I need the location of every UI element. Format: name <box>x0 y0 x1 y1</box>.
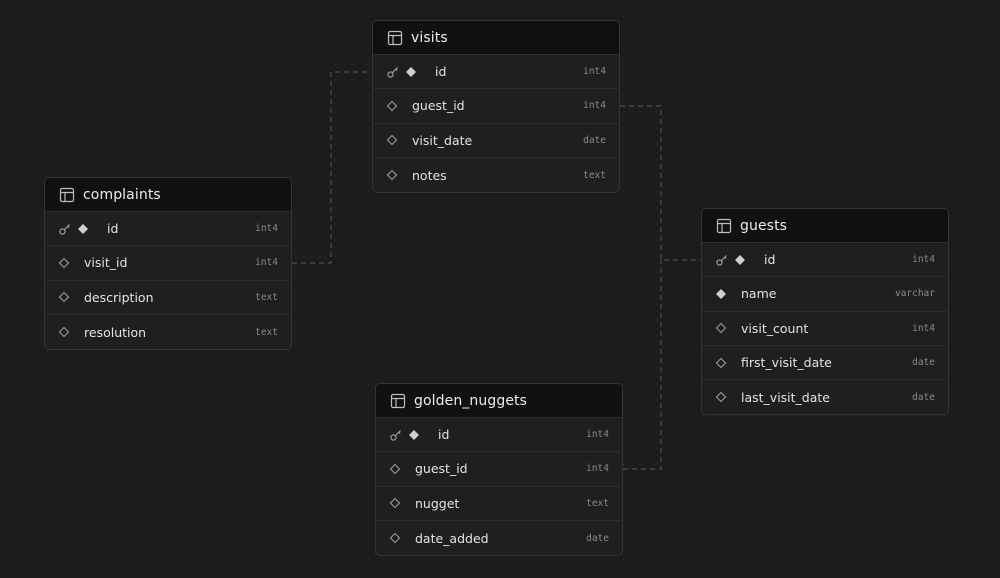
column-row[interactable]: guest_id int4 <box>373 89 619 124</box>
column-name: date_added <box>415 530 489 546</box>
edge-visits-guests <box>620 105 701 261</box>
table-icon <box>716 218 732 234</box>
nullable-diamond-icon <box>389 532 401 544</box>
column-row[interactable]: nugget text <box>376 487 622 521</box>
column-type: varchar <box>894 288 935 300</box>
table-golden-nuggets[interactable]: golden_nuggets id int4 guest_id int4 nug… <box>375 383 623 557</box>
column-name: guest_id <box>412 98 465 114</box>
column-type: text <box>255 291 278 303</box>
nullable-diamond-icon <box>58 257 70 269</box>
key-icon <box>389 428 403 442</box>
table-visits[interactable]: visits id int4 guest_id int4 visit_date … <box>372 20 620 194</box>
column-type: date <box>912 391 935 403</box>
column-name: last_visit_date <box>741 389 830 405</box>
table-header[interactable]: complaints <box>45 178 291 212</box>
column-type: date <box>586 532 609 544</box>
column-type: int4 <box>586 463 609 475</box>
table-icon <box>59 187 75 203</box>
column-type: int4 <box>583 100 606 112</box>
column-name: resolution <box>84 324 147 340</box>
nullable-diamond-icon <box>386 169 398 181</box>
nullable-diamond-icon <box>715 322 727 334</box>
nullable-diamond-icon <box>386 134 398 146</box>
nullable-diamond-icon <box>715 391 727 403</box>
table-name: visits <box>411 29 448 46</box>
column-type: int4 <box>255 257 278 269</box>
table-icon <box>387 30 403 46</box>
column-row[interactable]: notes text <box>373 158 619 192</box>
column-name: name <box>741 286 777 302</box>
nullable-diamond-icon <box>58 326 70 338</box>
table-name: golden_nuggets <box>414 392 528 409</box>
column-name: description <box>84 289 154 305</box>
column-row[interactable]: id int4 <box>376 418 622 453</box>
nullable-diamond-icon <box>389 463 401 475</box>
key-icon <box>715 253 729 267</box>
column-name: first_visit_date <box>741 355 832 371</box>
column-row[interactable]: name varchar <box>702 277 948 312</box>
column-name: notes <box>412 167 447 183</box>
column-name: visit_count <box>741 320 809 336</box>
table-header[interactable]: golden_nuggets <box>376 384 622 418</box>
column-name: id <box>435 64 447 80</box>
column-type: date <box>912 357 935 369</box>
not-null-diamond-icon <box>734 254 746 266</box>
not-null-diamond-icon <box>77 223 89 235</box>
column-name: visit_date <box>412 132 473 148</box>
column-row[interactable]: resolution text <box>45 315 291 349</box>
column-row[interactable]: visit_date date <box>373 124 619 158</box>
column-row[interactable]: last_visit_date date <box>702 380 948 414</box>
nullable-diamond-icon <box>58 291 70 303</box>
column-row[interactable]: id int4 <box>45 212 291 247</box>
edge-golden-nuggets-guests <box>623 260 662 470</box>
nullable-diamond-icon <box>715 357 727 369</box>
column-row[interactable]: description text <box>45 281 291 315</box>
table-name: complaints <box>83 186 161 203</box>
column-row[interactable]: id int4 <box>373 55 619 90</box>
not-null-diamond-icon <box>408 429 420 441</box>
key-icon <box>386 65 400 79</box>
column-row[interactable]: guest_id int4 <box>376 452 622 487</box>
column-name: visit_id <box>84 255 128 271</box>
nullable-diamond-icon <box>386 100 398 112</box>
column-type: int4 <box>583 66 606 78</box>
not-null-diamond-icon <box>715 288 727 300</box>
column-name: id <box>438 427 450 443</box>
column-name: id <box>107 221 119 237</box>
nullable-diamond-icon <box>389 497 401 509</box>
column-name: guest_id <box>415 461 468 477</box>
column-type: int4 <box>912 322 935 334</box>
column-type: int4 <box>912 254 935 266</box>
column-name: nugget <box>415 495 460 511</box>
column-row[interactable]: visit_count int4 <box>702 312 948 346</box>
not-null-diamond-icon <box>405 66 417 78</box>
table-header[interactable]: guests <box>702 209 948 243</box>
column-type: int4 <box>255 223 278 235</box>
table-complaints[interactable]: complaints id int4 visit_id int4 descrip… <box>44 177 292 351</box>
table-icon <box>390 393 406 409</box>
column-row[interactable]: date_added date <box>376 521 622 555</box>
column-row[interactable]: visit_id int4 <box>45 246 291 281</box>
table-header[interactable]: visits <box>373 21 619 55</box>
column-type: text <box>255 326 278 338</box>
column-name: id <box>764 252 776 268</box>
table-name: guests <box>740 217 788 234</box>
column-row[interactable]: first_visit_date date <box>702 346 948 381</box>
column-type: text <box>586 497 609 509</box>
table-guests[interactable]: guests id int4 name varchar visit_count … <box>701 208 949 416</box>
column-row[interactable]: id int4 <box>702 243 948 278</box>
key-icon <box>58 222 72 236</box>
column-type: text <box>583 169 606 181</box>
edge-complaints-visits <box>292 71 371 264</box>
column-type: int4 <box>586 429 609 441</box>
column-type: date <box>583 134 606 146</box>
